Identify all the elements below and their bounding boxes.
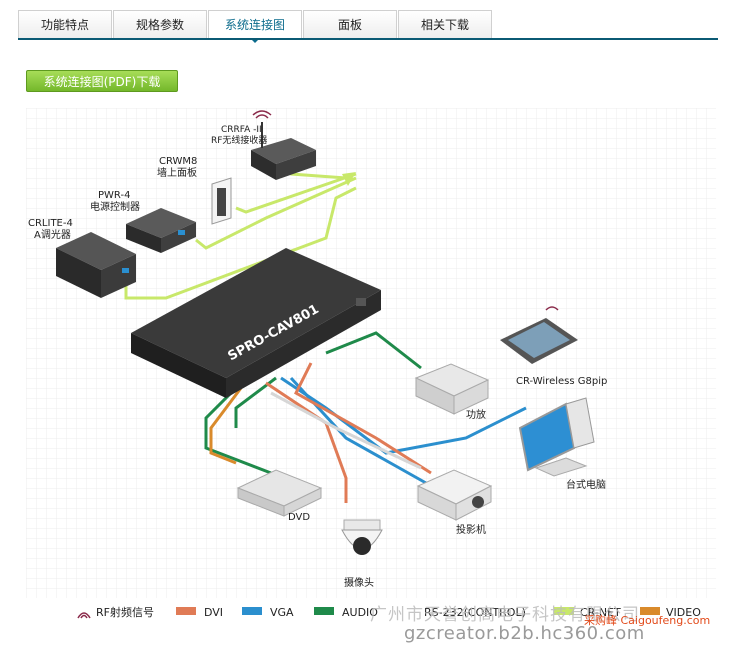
svg-text:RF射频信号: RF射频信号	[96, 605, 154, 619]
url-watermark: gzcreator.b2b.hc360.com	[404, 623, 645, 644]
desktop-pc-device	[518, 397, 595, 477]
legend: RF射频信号 DVI VGA AUDIO RS-232(CONTROL) CR-…	[77, 605, 701, 619]
crlite-model-label: CRLITE-4	[28, 218, 73, 229]
legend-item-audio: AUDIO	[314, 606, 378, 619]
pwr4-controller-device	[126, 208, 196, 253]
pwr4-desc-label: 电源控制器	[90, 200, 140, 213]
video-lines	[209, 387, 243, 465]
rs232-lines	[270, 391, 422, 470]
legend-item-rf: RF射频信号	[77, 605, 154, 619]
tablet-device	[500, 306, 578, 364]
crrfa-desc-label: RF无线接收器	[211, 134, 267, 146]
dvd-label: DVD	[288, 512, 310, 523]
company-watermark: 广州市天誉创高电子科技有限公司	[370, 605, 640, 625]
projector-label: 投影机	[456, 523, 486, 536]
tab-panel[interactable]: 面板	[303, 10, 397, 38]
connection-diagram: CRRFA -II RF无线接收器 CRWM8 墙上面板 PWR-4 电源控制器…	[26, 108, 716, 620]
svg-text:AUDIO: AUDIO	[342, 606, 378, 619]
svg-text:VGA: VGA	[270, 606, 294, 619]
crrfa-model-label: CRRFA -II	[221, 125, 262, 135]
tab-underline	[18, 38, 718, 40]
svg-text:CR-NET: CR-NET	[580, 606, 621, 619]
projector-device	[416, 469, 493, 521]
crwm8-desc-label: 墙上面板	[157, 166, 197, 179]
camera-label: 摄像头	[344, 576, 374, 589]
crwm8-wall-panel-device	[211, 177, 232, 225]
tab-downloads[interactable]: 相关下载	[398, 10, 492, 38]
tab-features[interactable]: 功能特点	[18, 10, 112, 38]
pwr4-model-label: PWR-4	[98, 190, 130, 201]
crnet-arrow	[342, 172, 356, 186]
dvd-device	[236, 469, 323, 517]
crlite-desc-label: A调光器	[34, 228, 71, 241]
legend-item-rs232: RS-232(CONTROL)	[424, 606, 526, 619]
amplifier-label: 功放	[466, 408, 486, 421]
svg-text:DVI: DVI	[204, 606, 223, 619]
tab-bar: 功能特点 规格参数 系统连接图 面板 相关下载	[18, 10, 718, 43]
crrfa-receiver-device	[251, 110, 316, 180]
desktop-pc-label: 台式电脑	[566, 478, 606, 491]
svg-text:RS-232(CONTROL): RS-232(CONTROL)	[424, 606, 526, 619]
amplifier-device	[414, 363, 490, 415]
dvi-lines	[265, 362, 432, 503]
crlite4-dimmer-device	[56, 232, 136, 298]
caigoufeng-watermark: 采购峰 Caigoufeng.com	[584, 614, 711, 627]
legend-item-dvi: DVI	[176, 606, 223, 619]
crwm8-model-label: CRWM8	[159, 156, 197, 167]
legend-item-video: VIDEO	[640, 606, 701, 619]
pdf-download-button[interactable]: 系统连接图(PDF)下载	[26, 70, 178, 92]
svg-text:VIDEO: VIDEO	[666, 606, 701, 619]
camera-device	[341, 519, 383, 555]
legend-item-vga: VGA	[242, 606, 294, 619]
tablet-label: CR-Wireless G8pip	[516, 376, 607, 387]
tab-connection-diagram[interactable]: 系统连接图	[208, 10, 302, 43]
legend-item-crnet: CR-NET	[554, 606, 621, 619]
spro-cav801-main-device	[131, 248, 381, 398]
tab-specs[interactable]: 规格参数	[113, 10, 207, 38]
